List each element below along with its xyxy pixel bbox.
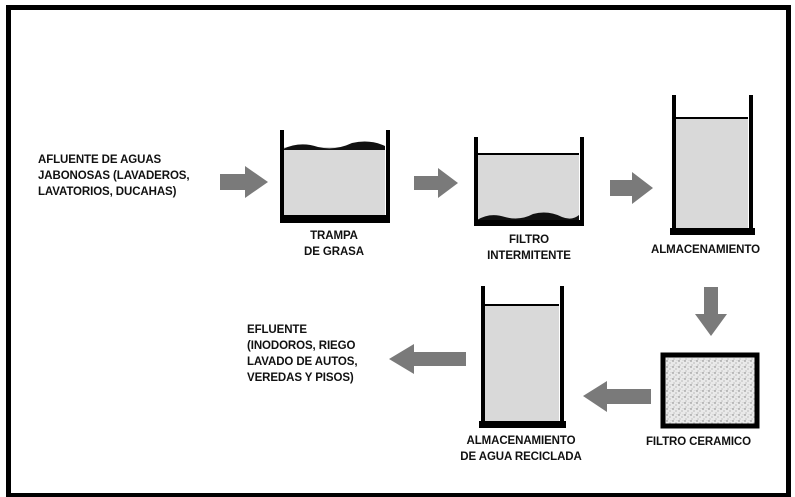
flow-arrow-1: [220, 166, 268, 198]
tank-trampa-de-grasa: [280, 130, 390, 223]
flow-arrow-3: [610, 172, 653, 204]
flow-arrow-6-left: [389, 344, 466, 374]
label-filtro-ceramico: FILTRO CERAMICO: [646, 436, 751, 448]
filtro-ceramico-box: [660, 352, 760, 429]
tank-filtro-intermitente: [474, 137, 584, 226]
label-almacenamiento-agua-reciclada: ALMACENAMIENTO DE AGUA RECICLADA: [460, 435, 582, 463]
label-efluente: EFLUENTE (INODOROS, RIEGO LAVADO DE AUTO…: [247, 324, 358, 384]
tank-agua-reciclada: [479, 286, 566, 428]
flow-arrow-5-left: [583, 381, 651, 412]
tank-almacenamiento: [670, 95, 755, 235]
label-almacenamiento: ALMACENAMIENTO: [651, 244, 760, 256]
flow-arrow-2: [414, 168, 458, 198]
label-filtro-intermitente: FILTRO INTERMITENTE: [487, 234, 571, 262]
label-afluente: AFLUENTE DE AGUAS JABONOSAS (LAVADEROS, …: [38, 154, 190, 198]
diagram-frame: [6, 5, 791, 497]
label-trampa-de-grasa: TRAMPA DE GRASA: [304, 230, 364, 258]
flow-arrow-4-down: [695, 287, 727, 336]
